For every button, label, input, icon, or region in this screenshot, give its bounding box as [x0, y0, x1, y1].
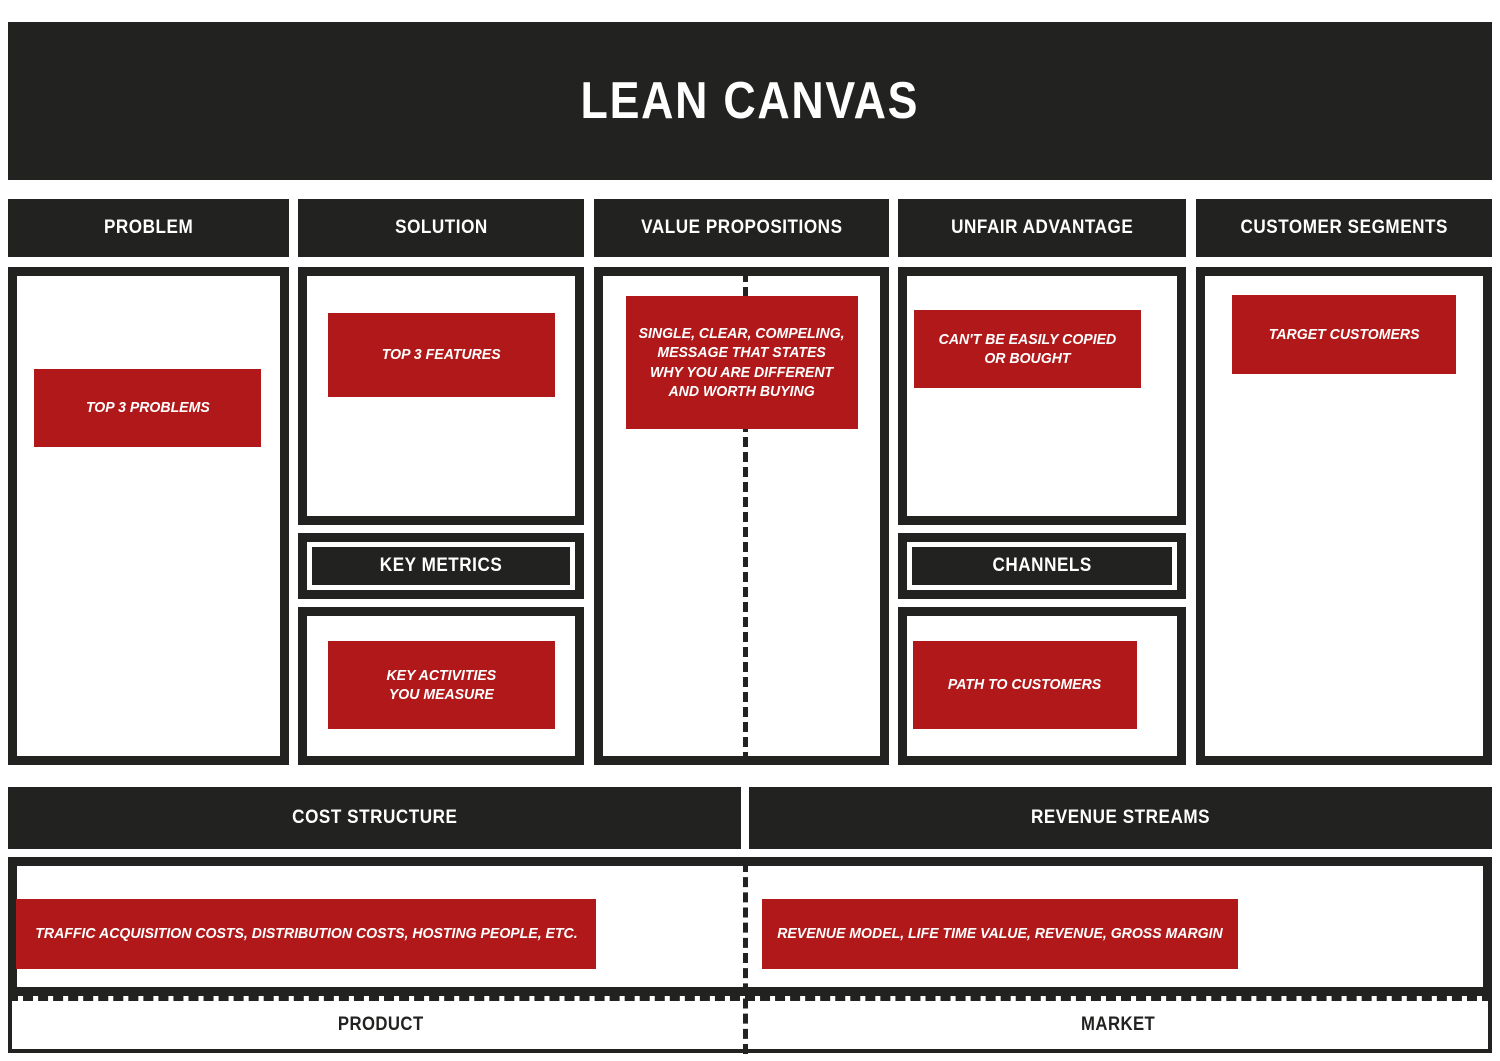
note-path-to-customers: PATH TO CUSTOMERS [913, 641, 1137, 729]
sub-header-channels-label: CHANNELS [992, 555, 1092, 576]
footer-label-product: PRODUCT [12, 1001, 749, 1049]
note-top-3-features-text: TOP 3 FEATURES [382, 346, 501, 364]
note-top-3-features: TOP 3 FEATURES [328, 313, 555, 397]
column-header-solution-label: SOLUTION [394, 217, 488, 238]
canvas-title-banner: LEAN CANVAS [8, 22, 1492, 180]
note-top-3-problems-text: TOP 3 PROBLEMS [85, 399, 210, 417]
note-path-to-customers-text: PATH TO CUSTOMERS [948, 676, 1102, 694]
cell-bottom-body [8, 857, 1492, 996]
cell-problem [8, 267, 289, 765]
cell-key-metrics-header: KEY METRICS [298, 533, 584, 599]
column-header-customer-segments: CUSTOMER SEGMENTS [1196, 199, 1492, 257]
sub-header-key-metrics: KEY METRICS [312, 547, 570, 585]
column-header-value-propositions-label: VALUE PROPOSITIONS [640, 217, 843, 238]
note-revenue-streams: REVENUE MODEL, LIFE TIME VALUE, REVENUE,… [762, 899, 1238, 969]
product-market-divider-bottom [743, 862, 748, 1054]
column-header-solution: SOLUTION [298, 199, 584, 257]
footer-label-market-text: MARKET [1081, 1014, 1156, 1035]
column-header-customer-segments-label: CUSTOMER SEGMENTS [1240, 217, 1448, 238]
column-header-problem: PROBLEM [8, 199, 289, 257]
column-header-unfair-advantage-label: UNFAIR ADVANTAGE [950, 217, 1134, 238]
note-top-3-problems: TOP 3 PROBLEMS [34, 369, 261, 447]
note-value-proposition-text: SINGLE, CLEAR, COMPELING,MESSAGE THAT ST… [638, 325, 846, 400]
section-header-cost-structure-label: COST STRUCTURE [291, 807, 458, 828]
footer-label-market: MARKET [749, 1001, 1488, 1049]
note-cost-structure-text: TRAFFIC ACQUISITION COSTS, DISTRIBUTION … [34, 925, 578, 943]
note-value-proposition: SINGLE, CLEAR, COMPELING,MESSAGE THAT ST… [626, 296, 858, 429]
note-target-customers-text: TARGET CUSTOMERS [1268, 325, 1420, 343]
cell-channels-header: CHANNELS [898, 533, 1186, 599]
section-header-revenue-streams-label: REVENUE STREAMS [1030, 807, 1211, 828]
section-header-cost-structure: COST STRUCTURE [8, 787, 741, 849]
product-market-footer: PRODUCT MARKET [8, 996, 1492, 1053]
sub-header-channels: CHANNELS [912, 547, 1172, 585]
sub-header-key-metrics-label: KEY METRICS [379, 555, 503, 576]
product-market-divider-middle [743, 272, 748, 762]
footer-label-product-text: PRODUCT [337, 1014, 424, 1035]
cell-unfair-advantage [898, 267, 1186, 525]
column-header-value-propositions: VALUE PROPOSITIONS [594, 199, 889, 257]
column-header-unfair-advantage: UNFAIR ADVANTAGE [898, 199, 1186, 257]
note-target-customers: TARGET CUSTOMERS [1232, 295, 1456, 374]
column-header-problem-label: PROBLEM [103, 217, 194, 238]
page-title: LEAN CANVAS [580, 72, 920, 130]
note-cost-structure: TRAFFIC ACQUISITION COSTS, DISTRIBUTION … [16, 899, 596, 969]
section-header-revenue-streams: REVENUE STREAMS [749, 787, 1492, 849]
note-revenue-streams-text: REVENUE MODEL, LIFE TIME VALUE, REVENUE,… [777, 925, 1223, 943]
